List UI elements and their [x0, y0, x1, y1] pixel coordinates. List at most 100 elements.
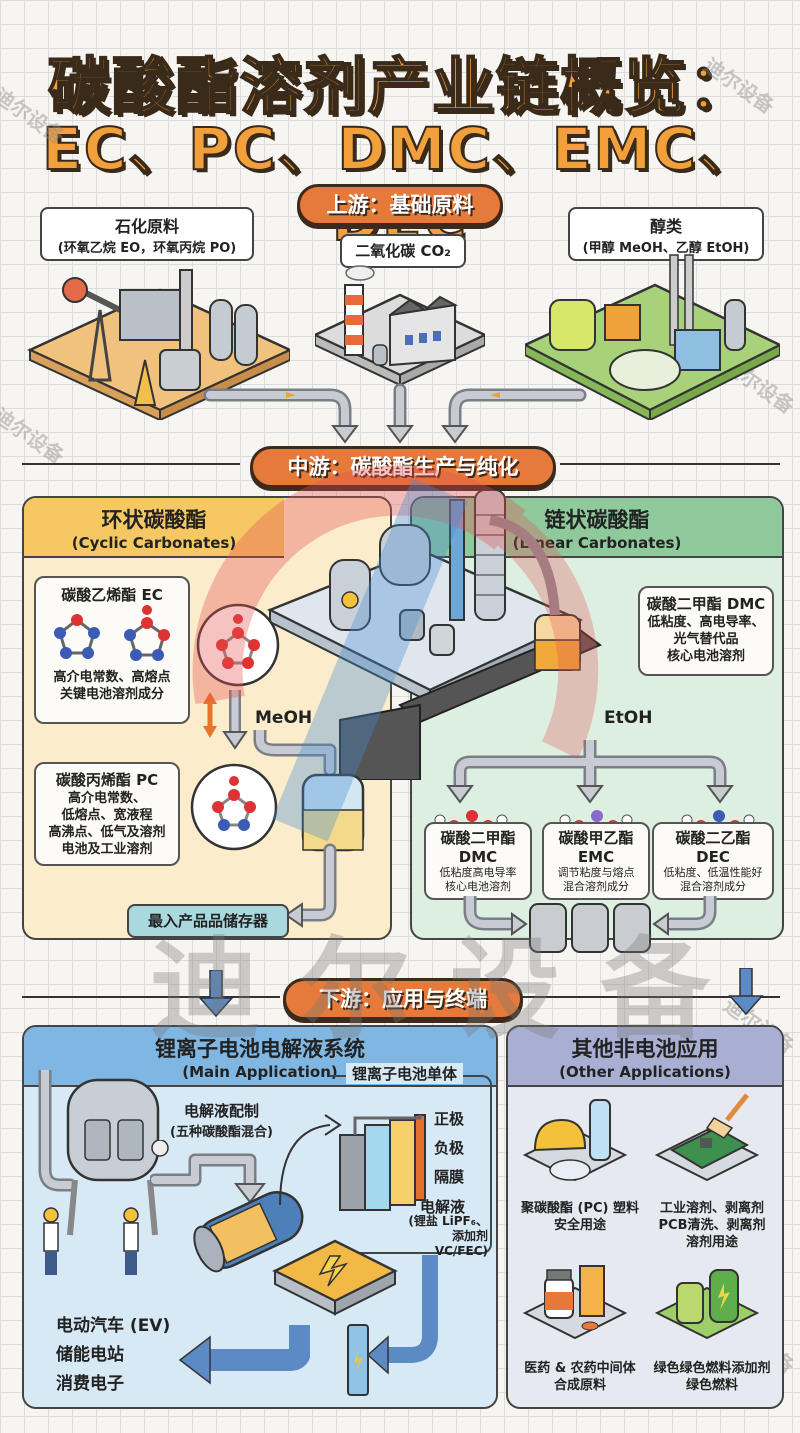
bio-plant-icon [525, 254, 780, 420]
section-divider [22, 463, 240, 465]
product-desc: 核心电池溶剂 [445, 880, 511, 893]
product-abbr: EMC [577, 848, 615, 866]
label-title: 醇类 [649, 217, 682, 236]
dmc-product-card: 碳酸二甲酯 DMC 低粘度高电导率 核心电池溶剂 [424, 822, 532, 900]
reactor-vessel-icon [253, 730, 365, 928]
formulation-detail: (五种碳酸酯混合) [170, 1125, 273, 1140]
other-title: 其他非电池应用 [571, 1037, 719, 1061]
product-desc: 混合溶剂成分 [563, 880, 629, 893]
linear-subtitle: (Linear Carbonates) [512, 534, 682, 552]
other-item-pharma: 医药 & 农药中间体 合成原料 [516, 1360, 644, 1394]
other-item-polycarbonate: 聚碳酸酯 (PC) 塑料 安全用途 [516, 1200, 644, 1234]
ec-molecule-large-icon [196, 603, 280, 687]
end-use-consumer-electronics: 消费电子 [56, 1374, 124, 1394]
watermark-brand: 迪尔设备 [150, 926, 750, 1054]
other-applications-panel: 其他非电池应用 (Other Applications) [506, 1025, 784, 1409]
other-item-line: 医药 & 农药中间体 [524, 1361, 636, 1376]
pc-desc-line: 电池及工业溶剂 [61, 842, 153, 857]
product-desc: 低粘度、低温性能好 [663, 866, 763, 879]
label-title: 石化原料 [114, 217, 179, 236]
product-name: 碳酸甲乙酯 [558, 829, 634, 847]
other-item-line: 绿色绿色燃料添加剂 [653, 1361, 771, 1376]
factory-chimney-icon [315, 265, 485, 385]
meoh-label: MeOH [255, 708, 313, 728]
linear-title: 链状碳酸酯 [544, 508, 650, 532]
ec-desc-line: 关键电池溶剂成分 [59, 687, 164, 702]
other-item-line: 工业溶剂、剥离剂 [659, 1201, 764, 1216]
cell-part-anode: 负极 [434, 1139, 465, 1157]
battery-pack-icon [272, 1239, 398, 1316]
end-use-arrow-icon [178, 1325, 310, 1385]
product-name: 碳酸二乙酯 [675, 829, 751, 847]
dmc-callout: 碳酸二甲酯 DMC 低粘度、高电导率、 光气替代品 核心电池溶剂 [638, 586, 774, 676]
midstream-section-label: 中游：碳酸酯生产与纯化 [250, 446, 556, 488]
storage-drums-icon [463, 896, 717, 953]
pc-desc-line: 高介电常数、 [67, 791, 146, 806]
curved-arrow-icon [279, 1114, 342, 1206]
pc-name: 碳酸丙烯酯 PC [55, 771, 159, 789]
pc-molecule-icon [190, 763, 278, 851]
electrolyte-detail-line: 添加剂 VC/FEC) [434, 1229, 488, 1258]
ec-name: 碳酸乙烯酯 EC [61, 586, 163, 604]
product-abbr: DEC [696, 848, 730, 866]
other-item-line: 绿色燃料 [685, 1378, 738, 1393]
label-detail: (甲醇 MeOH、乙醇 EtOH) [582, 241, 750, 256]
section-divider [22, 996, 280, 998]
title-line-1: 碳酸酯溶剂产业链概览： [47, 49, 752, 124]
other-item-line: PCB清洗、剥离剂 [658, 1218, 766, 1233]
cyclic-title: 环状碳酸酯 [101, 508, 207, 532]
electrolyte-detail: (锂盐 LiPF₆、 添加剂 VC/FEC) [396, 1214, 488, 1259]
other-panel-header: 其他非电池应用 (Other Applications) [508, 1027, 782, 1087]
etoh-label: EtOH [604, 708, 653, 728]
end-use-ev: 电动汽车 (EV) [56, 1316, 171, 1336]
cyclic-subtitle: (Cyclic Carbonates) [71, 534, 237, 552]
dmc-desc-line: 核心电池溶剂 [666, 649, 745, 664]
other-item-line: 聚碳酸酯 (PC) 塑料 [520, 1201, 639, 1216]
upstream-alcohol-label: 醇类 (甲醇 MeOH、乙醇 EtOH) [568, 207, 764, 261]
product-desc: 混合溶剂成分 [680, 880, 746, 893]
other-subtitle: (Other Applications) [559, 1063, 731, 1081]
product-desc: 调节粘度与熔点 [557, 866, 635, 879]
title-line-2: EC、PC、DMC、EMC、DEC [41, 114, 758, 255]
cell-part-separator: 隔膜 [434, 1168, 465, 1186]
other-item-industrial-solvent: 工业溶剂、剥离剂 PCB清洗、剥离剂 溶剂用途 [648, 1200, 776, 1251]
helmet-bottle-disc-icon [522, 1099, 628, 1182]
product-name: 碳酸二甲酯 [440, 829, 516, 847]
electrolyte-mixing-tank-icon [38, 1070, 160, 1236]
main-subtitle: (Main Application) [182, 1063, 338, 1081]
electrolyte-detail-line: (锂盐 LiPF₆、 [408, 1214, 488, 1228]
medicine-bottle-icon [522, 1265, 628, 1340]
downstream-section-label: 下游：应用与终端 [283, 978, 523, 1020]
electrolyte-transfer-pipe [150, 1140, 267, 1204]
formulation-title: 电解液配制 [183, 1102, 259, 1120]
pc-callout: 碳酸丙烯酯 PC 高介电常数、 低熔点、宽液程 高沸点、低气及溶剂 电池及工业溶… [34, 762, 180, 866]
cell-part-electrolyte: 电解液 [420, 1198, 466, 1216]
cell-title: 锂离子电池单体 [346, 1063, 464, 1084]
label-detail: (环氧乙烷 EO，环氧丙烷 PO) [57, 241, 237, 256]
ec-callout: 碳酸乙烯酯 EC 高介电常数、高熔点 关键电池溶剂成分 [34, 576, 190, 724]
down-arrow-icon [198, 970, 234, 1018]
pouch-cell-layers-icon [339, 1114, 426, 1211]
pc-desc-line: 高沸点、低气及溶剂 [48, 825, 166, 840]
ec-desc-line: 高介电常数、高熔点 [53, 670, 171, 685]
other-item-line: 溶剂用途 [685, 1235, 738, 1250]
dmc-callout-name: 碳酸二甲酯 DMC [646, 595, 766, 613]
pc-desc-line: 低熔点、宽液程 [61, 808, 153, 823]
section-divider [520, 996, 780, 998]
end-use-energy-storage: 储能电站 [56, 1345, 124, 1365]
end-uses-list: 电动汽车 (EV) 储能电站 消费电子 [56, 1312, 170, 1399]
dmc-desc-line: 低粘度、高电导率、 [647, 615, 765, 630]
cyclic-panel-header: 环状碳酸酯 (Cyclic Carbonates) [24, 498, 284, 558]
cell-part-cathode: 正极 [434, 1110, 465, 1128]
pcb-brush-icon [654, 1093, 760, 1182]
ec-molecule-icon [54, 605, 170, 661]
green-fuel-icon [654, 1269, 760, 1340]
formulation-label: 电解液配制 (五种碳酸酯混合) [170, 1100, 273, 1140]
product-desc: 低粘度高电导率 [439, 866, 517, 879]
oil-refinery-icon [27, 269, 290, 420]
other-item-line: 安全用途 [553, 1218, 606, 1233]
product-abbr: DMC [458, 848, 498, 866]
other-item-line: 合成原料 [553, 1378, 606, 1393]
other-item-green-fuel: 绿色绿色燃料添加剂 绿色燃料 [644, 1360, 780, 1394]
emc-product-card: 碳酸甲乙酯 EMC 调节粘度与熔点 混合溶剂成分 [542, 822, 650, 900]
